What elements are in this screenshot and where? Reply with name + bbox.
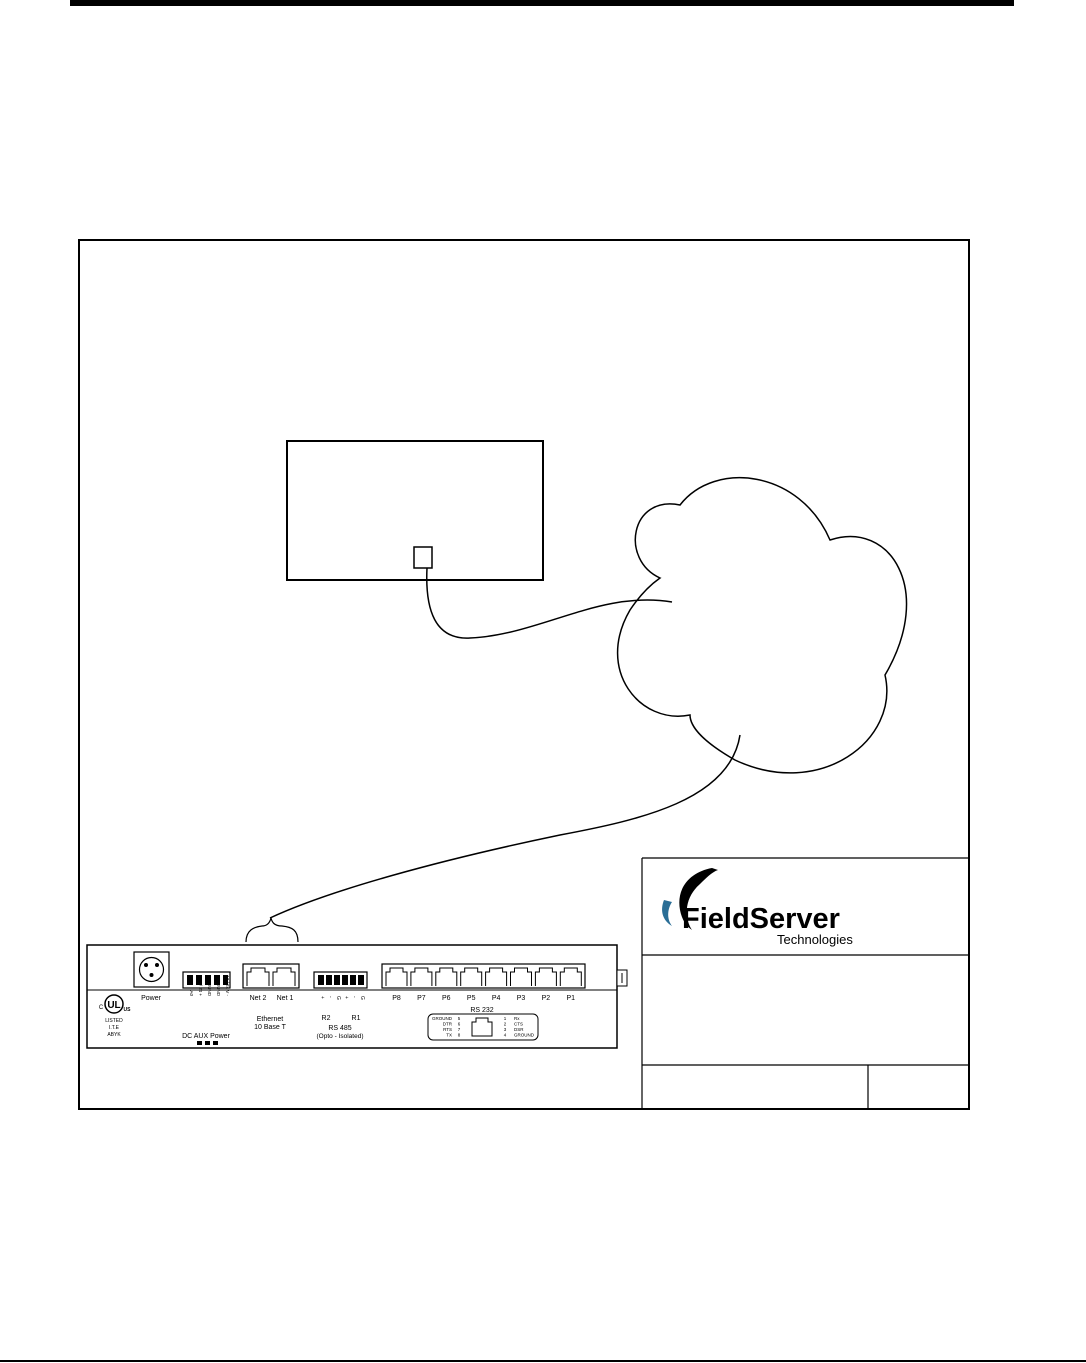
brand-name: FieldServer — [682, 903, 840, 935]
ethernet-brace — [245, 917, 299, 943]
rs232-pin-name: GROUND — [432, 1016, 453, 1021]
rs232-pin-number: 8 — [458, 1033, 461, 1038]
ethernet-sublabel: 10 Base T — [254, 1024, 287, 1031]
serial-port-jack — [485, 967, 508, 986]
rs232-right-pins: 1 Rx 2 CTS 3 DSR 4 GROUND — [504, 1016, 535, 1038]
serial-port-jack — [534, 967, 557, 986]
serial-port-jack — [460, 967, 483, 986]
network-jack-icon — [413, 546, 433, 569]
dc-aux-terminal-block — [182, 971, 231, 989]
network-cloud — [617, 476, 908, 774]
header-rule — [70, 0, 1014, 6]
ul-listing-mark: UL C US LISTED I.T.E ABYK — [99, 994, 132, 1038]
rs232-pin-number: 7 — [458, 1027, 461, 1032]
rs485-pin-label: - — [351, 996, 357, 998]
brand-sub: Technologies — [777, 932, 853, 947]
rs232-pin-name: RTS — [443, 1027, 452, 1032]
cable-network-to-fieldserver — [269, 734, 741, 919]
rs232-pin-name: DTR — [443, 1022, 453, 1027]
ethernet-port-label: Net 2 — [250, 995, 267, 1002]
serial-port-strip — [381, 963, 586, 989]
ethernet-port-labels: Net 2 Net 1 — [250, 995, 294, 1002]
serial-port-label: P3 — [517, 995, 526, 1002]
svg-text:LISTED: LISTED — [105, 1018, 123, 1024]
serial-port-jack — [559, 967, 582, 986]
serial-port-jack — [410, 967, 433, 986]
aux-pin-label: GROUND — [207, 976, 212, 997]
footer-rule — [0, 1360, 1086, 1362]
ground-symbol-icon — [197, 1041, 218, 1045]
aux-pin-labels: A0 12V / 24 + GROUND GROUND 12 / 24 V - — [189, 975, 230, 997]
rs232-pin-number: 4 — [504, 1033, 507, 1038]
title-block — [641, 857, 969, 1109]
dc-aux-power-label: DC AUX Power — [182, 1033, 231, 1040]
rs485-terminal-block — [313, 971, 368, 989]
serial-port-label: P1 — [567, 995, 576, 1002]
svg-text:US: US — [124, 1007, 132, 1013]
serial-port-jack — [435, 967, 458, 986]
rs485-pin-label: + — [319, 996, 325, 999]
ethernet-port-label: Net 1 — [277, 995, 294, 1002]
aux-pin-label: 12V / 24 + — [198, 975, 203, 996]
svg-text:I.T.E: I.T.E — [109, 1025, 120, 1031]
serial-port-jack — [385, 967, 408, 986]
rs485-port-labels: R2 R1 — [322, 1015, 361, 1022]
serial-port-label: P6 — [442, 995, 451, 1002]
aux-pin-label: A0 — [189, 990, 194, 996]
rs232-pin-number: 6 — [458, 1022, 461, 1027]
power-label: Power — [141, 995, 162, 1002]
remote-device-box — [286, 440, 544, 581]
power-connector — [133, 951, 170, 988]
aux-pin-label: 12 / 24 V - — [225, 975, 230, 996]
rs232-pin-name: TX — [446, 1033, 452, 1038]
rs485-port-label: R1 — [352, 1015, 361, 1022]
serial-port-label: P2 — [542, 995, 551, 1002]
cable-remote-to-network — [426, 567, 673, 639]
rs232-pin-name: Rx — [514, 1016, 520, 1021]
serial-port-label: P4 — [492, 995, 501, 1002]
rs485-label: RS 485 — [328, 1025, 351, 1032]
aux-pin-label: GROUND — [216, 976, 221, 997]
serial-port-label: P8 — [392, 995, 401, 1002]
rs485-pin-label: G — [359, 996, 365, 1000]
serial-ports: P8 P7 P6 P5 P4 P3 P2 P1 — [385, 967, 582, 1002]
rs232-pin-name: GROUND — [514, 1033, 535, 1038]
rs485-port-label: R2 — [322, 1015, 331, 1022]
rs485-pin-label: G — [335, 996, 341, 1000]
serial-port-label: P7 — [417, 995, 426, 1002]
ethernet-ports — [242, 963, 300, 989]
rs232-pin-number: 2 — [504, 1022, 507, 1027]
svg-text:UL: UL — [107, 1000, 120, 1011]
rs232-pin-name: DSR — [514, 1027, 524, 1032]
svg-text:ABYK: ABYK — [107, 1032, 121, 1038]
svg-text:C: C — [99, 1005, 104, 1011]
ethernet-label: Ethernet — [257, 1016, 284, 1023]
rs485-pin-labels: +-G+-G — [319, 996, 365, 1000]
rs485-pin-label: + — [343, 996, 349, 999]
rs485-pin-label: - — [327, 996, 333, 998]
serial-port-label: P5 — [467, 995, 476, 1002]
drawing-frame — [78, 239, 970, 1110]
fieldserver-logo: FieldServer Technologies — [662, 868, 853, 947]
rs232-pin-number: 3 — [504, 1027, 507, 1032]
rs232-label: RS 232 — [470, 1007, 493, 1014]
rs485-sublabel: (Opto - Isolated) — [317, 1033, 364, 1040]
rs232-pin-number: 1 — [504, 1016, 507, 1021]
serial-port-jack — [510, 967, 532, 986]
rs232-jack-icon — [471, 1017, 493, 1037]
rs232-pin-name: CTS — [514, 1022, 523, 1027]
rs232-pin-number: 5 — [458, 1016, 461, 1021]
